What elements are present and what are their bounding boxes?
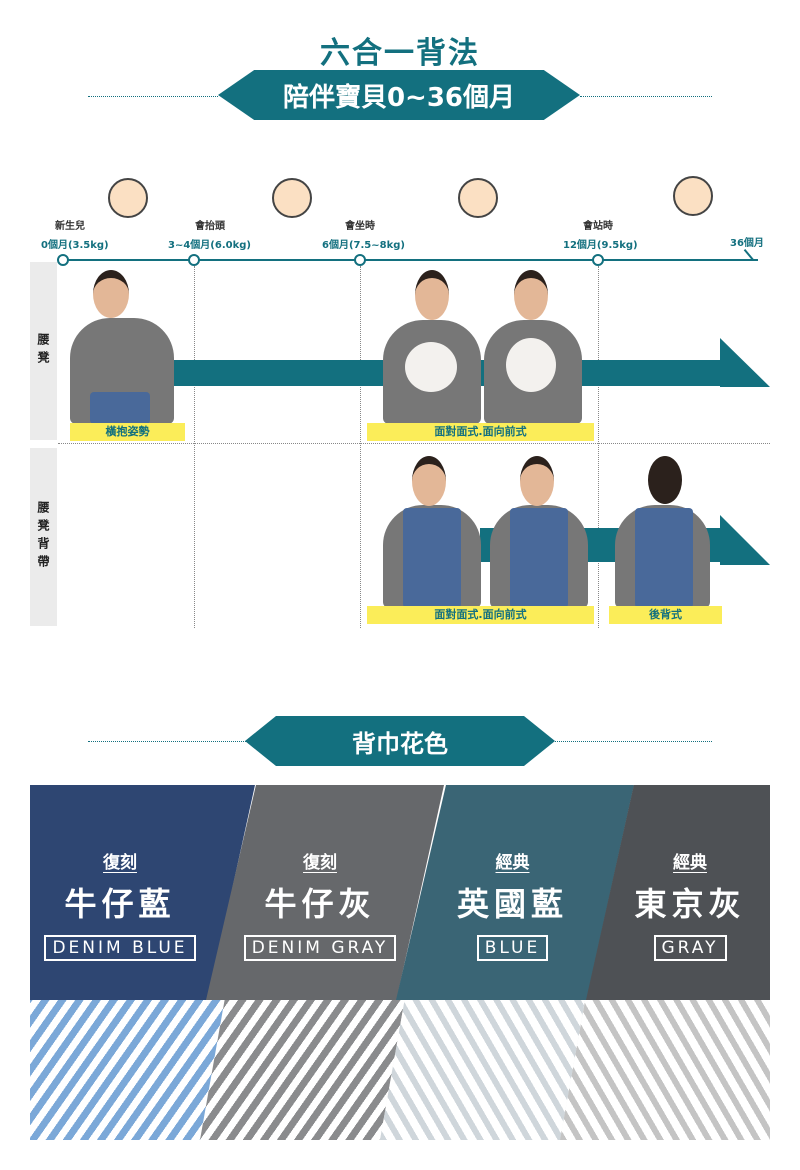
model-head-back — [648, 456, 682, 504]
divider — [580, 96, 712, 97]
baby-photo — [405, 342, 457, 392]
color-series: 經典 — [673, 853, 707, 873]
swatch-denim-blue — [30, 1000, 225, 1140]
model-head — [412, 456, 446, 506]
position-tag: 後背式 — [609, 606, 722, 624]
carrier-photo — [403, 508, 461, 608]
color-name: 東京灰 — [634, 885, 746, 923]
divider — [552, 741, 712, 742]
divider — [88, 741, 248, 742]
timeline-node — [57, 254, 69, 266]
color-english: BLUE — [476, 935, 549, 961]
stage-age: 12個月(9.5kg) — [563, 240, 638, 251]
arrow-head — [720, 338, 770, 387]
timeline-node — [188, 254, 200, 266]
color-series: 經典 — [495, 853, 530, 873]
colors-banner: 背巾花色 — [245, 716, 555, 766]
position-tag: 橫抱姿勢 — [70, 423, 185, 441]
grid-line — [360, 266, 361, 628]
grid-line — [598, 266, 599, 628]
stage-label: 會站時 — [583, 221, 613, 232]
age-range-banner: 陪伴寶貝0~36個月 — [218, 70, 580, 120]
model-head — [520, 456, 554, 506]
stage-label: 會抬頭 — [195, 221, 225, 232]
swatch-blue — [380, 1000, 585, 1140]
grid-line — [58, 443, 770, 444]
baby-standing-icon — [673, 176, 713, 216]
color-name: 牛仔灰 — [264, 885, 376, 923]
swatch-gray — [560, 1000, 770, 1140]
position-tag: 面對面式.面向前式 — [367, 606, 594, 624]
baby-sitting-icon — [458, 178, 498, 218]
divider — [88, 96, 218, 97]
timeline-node — [354, 254, 366, 266]
end-age: 36個月 — [730, 238, 764, 249]
model-head — [514, 270, 548, 320]
carrier-photo — [510, 508, 568, 608]
timeline-node — [592, 254, 604, 266]
row-label: 腰凳背帶 — [30, 448, 57, 626]
color-option: 經典 英國藍 BLUE — [425, 848, 600, 961]
page-title: 六合一背法 — [320, 36, 480, 71]
stage-age: 0個月(3.5kg) — [41, 240, 109, 251]
color-series: 復刻 — [103, 853, 137, 873]
row-label: 腰凳 — [30, 262, 57, 440]
arrow-head — [720, 515, 770, 565]
stage-label: 會坐時 — [345, 221, 375, 232]
color-english: GRAY — [653, 935, 727, 961]
color-option: 經典 東京灰 GRAY — [610, 848, 770, 961]
color-option: 復刻 牛仔灰 DENIM GRAY — [225, 848, 415, 961]
color-english: DENIM GRAY — [243, 935, 397, 961]
carrier-photo — [635, 508, 693, 608]
model-head — [415, 270, 449, 320]
timeline-line — [63, 259, 758, 261]
baby-pacifier-icon — [272, 178, 312, 218]
color-name: 英國藍 — [456, 885, 568, 923]
stage-age: 6個月(7.5~8kg) — [322, 240, 405, 251]
model-head — [93, 270, 129, 318]
hip-seat — [90, 392, 150, 424]
stage-label: 新生兒 — [55, 221, 85, 232]
color-name: 牛仔藍 — [64, 885, 176, 923]
baby-photo — [506, 338, 556, 392]
stage-age: 3~4個月(6.0kg) — [168, 240, 251, 251]
color-english: DENIM BLUE — [44, 935, 196, 961]
position-tag: 面對面式.面向前式 — [367, 423, 594, 441]
color-option: 復刻 牛仔藍 DENIM BLUE — [30, 848, 210, 961]
grid-line — [194, 266, 195, 628]
swatch-denim-gray — [200, 1000, 405, 1140]
baby-sleeping-icon — [108, 178, 148, 218]
color-series: 復刻 — [303, 853, 337, 873]
